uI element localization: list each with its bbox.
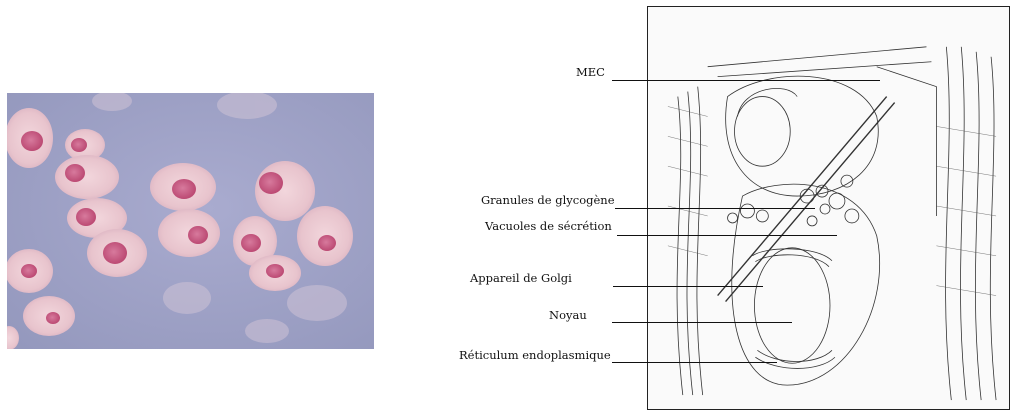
leader-nucleus — [612, 322, 792, 323]
cartilage-micrograph — [7, 93, 374, 349]
leader-er — [612, 362, 777, 363]
label-er: Réticulum endoplasmique — [459, 348, 611, 362]
leader-golgi — [613, 286, 763, 287]
label-glycogen: Granules de glycogène — [481, 193, 615, 207]
label-vacuoles: Vacuoles de sécrétion — [485, 219, 612, 233]
leader-vacuoles — [617, 235, 837, 236]
label-golgi: Appareil de Golgi — [470, 271, 572, 285]
label-mec: MEC — [576, 65, 605, 79]
micrograph-image — [7, 93, 374, 349]
label-nucleus: Noyau — [549, 308, 587, 322]
leader-mec — [612, 80, 880, 81]
leader-glycogen — [615, 208, 815, 209]
